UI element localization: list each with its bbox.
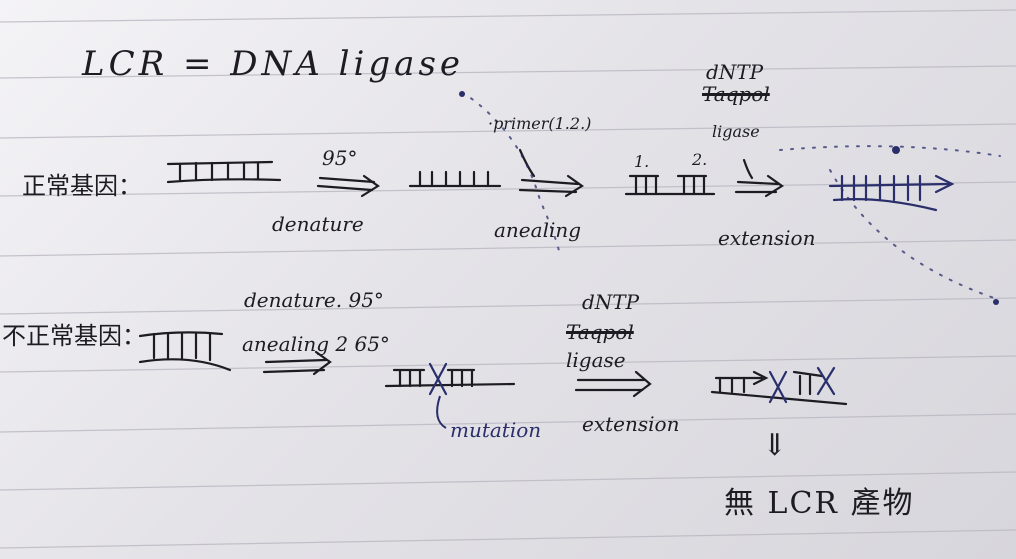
taqpol-struck: Taqpol	[702, 82, 770, 106]
abnormal-arrow	[262, 350, 332, 376]
temp-95: 95°	[322, 146, 358, 170]
denature-arrow	[316, 174, 380, 198]
taqpol-struck-2: Taqpol	[566, 320, 634, 344]
down-arrow-icon: ⇓	[762, 428, 788, 463]
mutated-template	[384, 362, 516, 396]
normal-dna-duplex	[166, 160, 282, 184]
primers-annealed	[624, 174, 716, 196]
ligase-label-2: ligase	[566, 348, 626, 372]
denature-condition: denature. 95°	[244, 288, 384, 312]
dntp-label-2: dNTP	[582, 290, 640, 314]
no-ligation-product	[710, 366, 848, 406]
extension-label-2: extension	[582, 412, 680, 436]
dotted-guides	[461, 91, 1001, 301]
page-title: LCR = DNA ligase	[82, 44, 465, 84]
primer-num-1: 1.	[634, 152, 650, 171]
ruled-lines	[0, 9, 1016, 549]
anealing-label: anealing	[494, 218, 582, 242]
mutation-label: mutation	[450, 418, 542, 442]
extension-arrow	[734, 158, 784, 198]
normal-row-label: 正常基因：	[22, 172, 142, 200]
no-lcr-product: 無 LCR 產物	[724, 486, 915, 521]
single-strand	[408, 170, 502, 188]
ligated-product	[828, 174, 955, 212]
primer-label: ·primer(1.2.)	[488, 114, 592, 133]
anealing-condition: anealing 2 65°	[242, 332, 390, 356]
abnormal-dna-duplex	[138, 331, 232, 372]
dntp-label: dNTP	[706, 60, 764, 84]
extension-label: extension	[718, 226, 816, 250]
mutation-pointer	[436, 395, 447, 429]
abnormal-row-label: 不正常基因：	[2, 322, 146, 350]
primer-num-2: 2.	[692, 150, 708, 169]
guide-dots	[459, 91, 999, 305]
abnormal-ext-arrow	[574, 370, 652, 398]
denature-label: denature	[272, 212, 364, 236]
ligase-label: ligase	[712, 122, 760, 141]
